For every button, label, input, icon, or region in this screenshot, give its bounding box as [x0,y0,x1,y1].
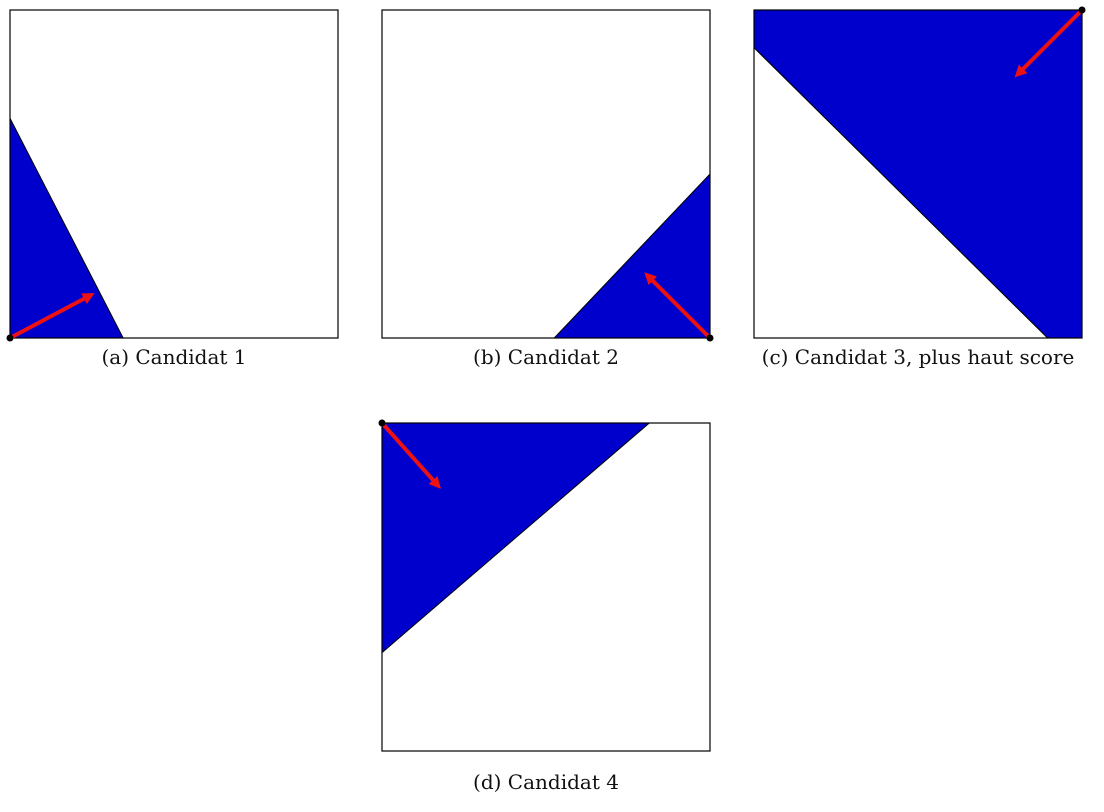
vertex-point [378,419,386,427]
caption-candidat-2: (b) Candidat 2 [473,345,619,369]
panel-candidat-2 [381,9,714,342]
panel-frame [753,9,1083,339]
vertex-point [706,334,714,342]
vertex-point [1078,6,1086,14]
panel-frame [381,9,711,339]
vertex-point [6,334,14,342]
direction-arrow [644,272,712,340]
caption-candidat-1: (a) Candidat 1 [101,345,247,369]
direction-arrow [1014,8,1084,78]
caption-candidat-3: (c) Candidat 3, plus haut score [761,345,1075,369]
panel-frame [381,422,711,752]
caption-candidat-4: (d) Candidat 4 [473,770,619,794]
direction-arrow [8,293,95,340]
panel-candidat-4 [378,419,711,752]
direction-arrow [380,421,441,489]
panel-candidat-3 [753,6,1086,339]
panel-frame [9,9,339,339]
panel-candidat-1 [6,9,339,342]
